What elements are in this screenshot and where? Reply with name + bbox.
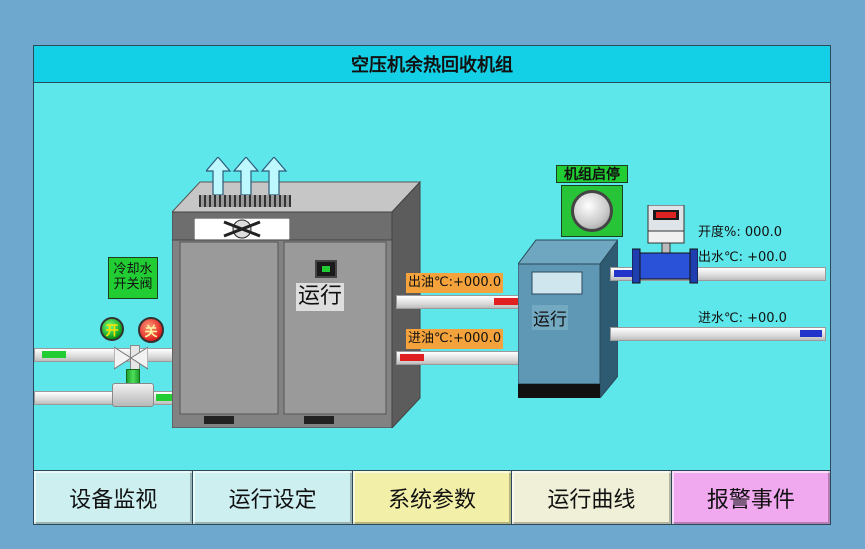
compressor-grille	[199, 195, 291, 207]
water-inlet-temp: 进水℃: +00.0	[698, 311, 787, 326]
water-outlet-indicator	[614, 270, 638, 277]
valve-close-button[interactable]: 关	[138, 317, 164, 343]
compressor-status-lamp	[315, 260, 337, 278]
unit-start-stop-button[interactable]	[561, 185, 623, 237]
nav-device-monitor-button[interactable]: 设备监视	[34, 471, 193, 524]
cooling-water-valve-label: 冷却水 开关阀	[108, 257, 158, 299]
valve-label-line1: 冷却水	[113, 262, 153, 277]
page-title: 空压机余热回收机组	[33, 45, 831, 83]
compressor-status: 运行	[296, 283, 345, 311]
unit-start-stop-label: 机组启停	[556, 165, 628, 183]
oil-inlet-temp: 进油℃:+000.0	[406, 329, 504, 349]
valve-open-button[interactable]: 开	[100, 317, 124, 341]
unit-status: 运行	[532, 305, 568, 330]
water-outlet-temp: 出水℃: +00.0	[698, 250, 787, 265]
valve-open-label: 开	[105, 323, 119, 339]
bottom-navigation: 设备监视 运行设定 系统参数 运行曲线 报警事件	[33, 470, 831, 525]
valve-stand	[112, 383, 154, 407]
inlet-flow-indicator	[42, 351, 66, 358]
oil-outlet-temp: 出油℃:+000.0	[406, 273, 504, 293]
return-flow-indicator	[156, 394, 172, 401]
heat-exhaust-arrows-icon	[204, 156, 292, 196]
flow-meter-icon	[631, 204, 699, 291]
valve-label-line2: 开关阀	[113, 277, 153, 292]
oil-inlet-indicator	[400, 354, 424, 361]
process-panel: 冷却水 开关阀 开 关	[33, 83, 831, 470]
valve-opening-reading: 开度%: 000.0	[698, 225, 783, 240]
water-inlet-indicator	[800, 330, 822, 337]
nav-run-curve-button[interactable]: 运行曲线	[512, 471, 671, 524]
nav-alarm-events-button[interactable]: 报警事件	[671, 471, 831, 524]
compressor-fan-icon	[193, 217, 291, 241]
nav-system-params-button[interactable]: 系统参数	[352, 471, 512, 524]
valve-close-label: 关	[144, 324, 158, 340]
water-inlet-pipe	[610, 327, 826, 341]
oil-outlet-indicator	[494, 298, 518, 305]
nav-run-settings-button[interactable]: 运行设定	[193, 471, 352, 524]
valve-actuator	[113, 345, 149, 371]
